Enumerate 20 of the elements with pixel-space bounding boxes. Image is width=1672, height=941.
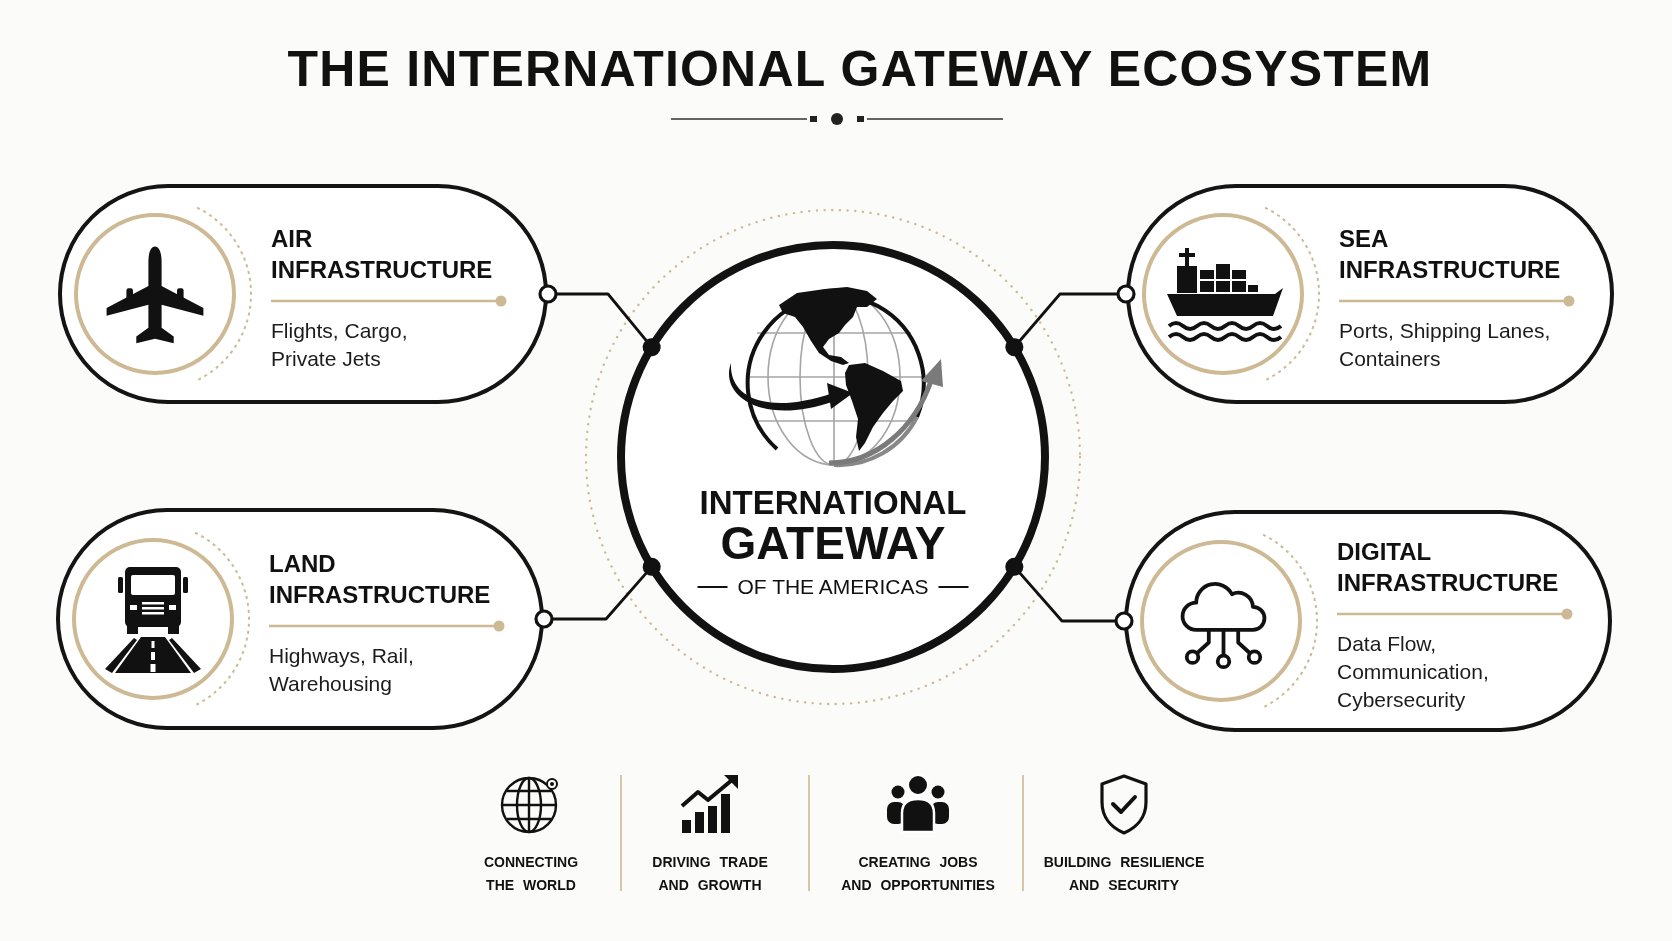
pillar-label: CREATING JOBS AND OPPORTUNITIES [840, 853, 996, 895]
card-description: Flights, Cargo, Private Jets [271, 318, 409, 372]
card-heading: AIR INFRASTRUCTURE [271, 224, 494, 285]
card-description: Data Flow, Communication, Cybersecurity [1337, 631, 1490, 713]
connector [1005, 557, 1134, 631]
card-description: Highways, Rail, Warehousing [269, 643, 415, 697]
pillar-label: DRIVING TRADE AND GROWTH [651, 853, 769, 895]
pillar-label: BUILDING RESILIENCE AND SECURITY [1042, 853, 1206, 895]
card-description: Ports, Shipping Lanes, Containers [1339, 318, 1552, 372]
hub-heading: GATEWAY [720, 520, 946, 566]
card-heading: DIGITAL INFRASTRUCTURE [1337, 537, 1560, 598]
hub-subtitle: OF THE AMERICAS [737, 574, 929, 600]
title: THE INTERNATIONAL GATEWAY ECOSYSTEM [287, 40, 1433, 99]
connector [1005, 284, 1136, 357]
card-heading: SEA INFRASTRUCTURE [1339, 224, 1562, 285]
pillar-label: CONNECTING THE WORLD [482, 853, 580, 895]
connector [538, 284, 661, 357]
hub-title: INTERNATIONAL [699, 486, 967, 520]
card-heading: LAND INFRASTRUCTURE [269, 549, 492, 610]
connector [534, 557, 661, 629]
